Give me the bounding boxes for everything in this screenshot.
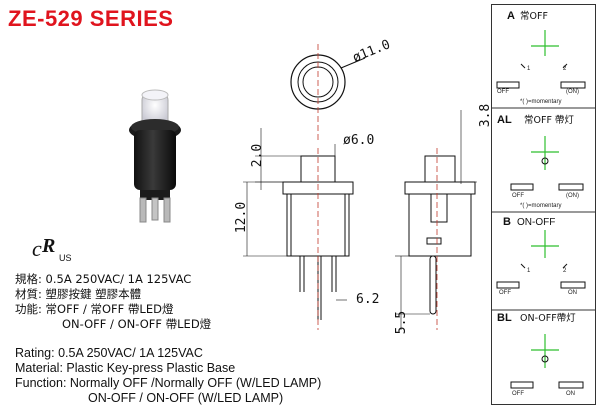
spec-cn-rating: 規格: 0.5A 250VAC/ 1A 125VAC	[15, 272, 192, 286]
spec-en-rating: Rating: 0.5A 250VAC/ 1A 125VAC	[15, 346, 203, 360]
panel-bl-id: BL	[497, 312, 512, 324]
panel-bl-title: ON-OFF帶灯	[520, 313, 576, 324]
panel-bl-off: OFF	[512, 391, 524, 397]
panel-al-id: AL	[497, 114, 512, 126]
panel-b-id: B	[503, 216, 511, 228]
panel-b-pin2: 2	[563, 268, 567, 274]
panel-al-title: 常OFF 帶灯	[524, 115, 574, 126]
panel-al-note: *( )=momentary	[520, 203, 562, 209]
panel-bl	[510, 334, 584, 389]
circuit-panels	[491, 4, 596, 405]
panel-a-off: OFF	[497, 89, 509, 95]
technical-drawing	[243, 44, 477, 330]
panel-a-title: 常OFF	[520, 11, 548, 22]
panel-al-on: (ON)	[566, 193, 579, 199]
svg-text:R: R	[41, 235, 55, 257]
dim-shaft-diameter: ø6.0	[343, 133, 375, 148]
svg-text:c: c	[32, 236, 42, 261]
panel-b-title: ON-OFF	[517, 217, 556, 228]
spec-en-function: Function: Normally OFF /Normally OFF (W/…	[15, 376, 322, 390]
panel-al	[510, 136, 584, 191]
ul-cert-logo: c R US	[32, 235, 72, 263]
panel-a-pin2: 2	[563, 66, 567, 72]
spec-cn-function: 功能: 常OFF / 常OFF 帶LED燈	[15, 302, 174, 316]
series-title: ZE-529 SERIES	[8, 6, 174, 31]
cert-mark-text: US	[59, 253, 72, 263]
spec-cn-material: 材質: 塑膠按鍵 塑膠本體	[15, 287, 142, 301]
panel-a-on: (ON)	[566, 89, 579, 95]
product-photo	[129, 89, 181, 223]
panel-b	[496, 230, 586, 289]
panel-b-on: ON	[568, 290, 577, 296]
panel-a-id: A	[507, 10, 515, 22]
panel-a-pin1: 1	[527, 66, 531, 72]
dim-pin-length: 5.5	[394, 310, 410, 335]
panel-bl-on: ON	[566, 391, 575, 397]
spec-en-function-2: ON-OFF / ON-OFF (W/LED LAMP)	[88, 391, 284, 405]
panel-b-pin1: 1	[527, 268, 531, 274]
spec-cn-function-2: ON-OFF / ON-OFF 帶LED燈	[62, 317, 212, 331]
dim-cap-height: 2.0	[250, 143, 266, 168]
panel-al-off: OFF	[512, 193, 524, 199]
panel-a-note: *( )=momentary	[520, 99, 562, 105]
dim-body-height: 12.0	[234, 201, 250, 234]
dim-pin-spacing: 6.2	[356, 292, 380, 307]
panel-a	[496, 30, 586, 89]
panel-b-off: OFF	[499, 290, 511, 296]
spec-en-material: Material: Plastic Key-press Plastic Base	[15, 361, 236, 375]
